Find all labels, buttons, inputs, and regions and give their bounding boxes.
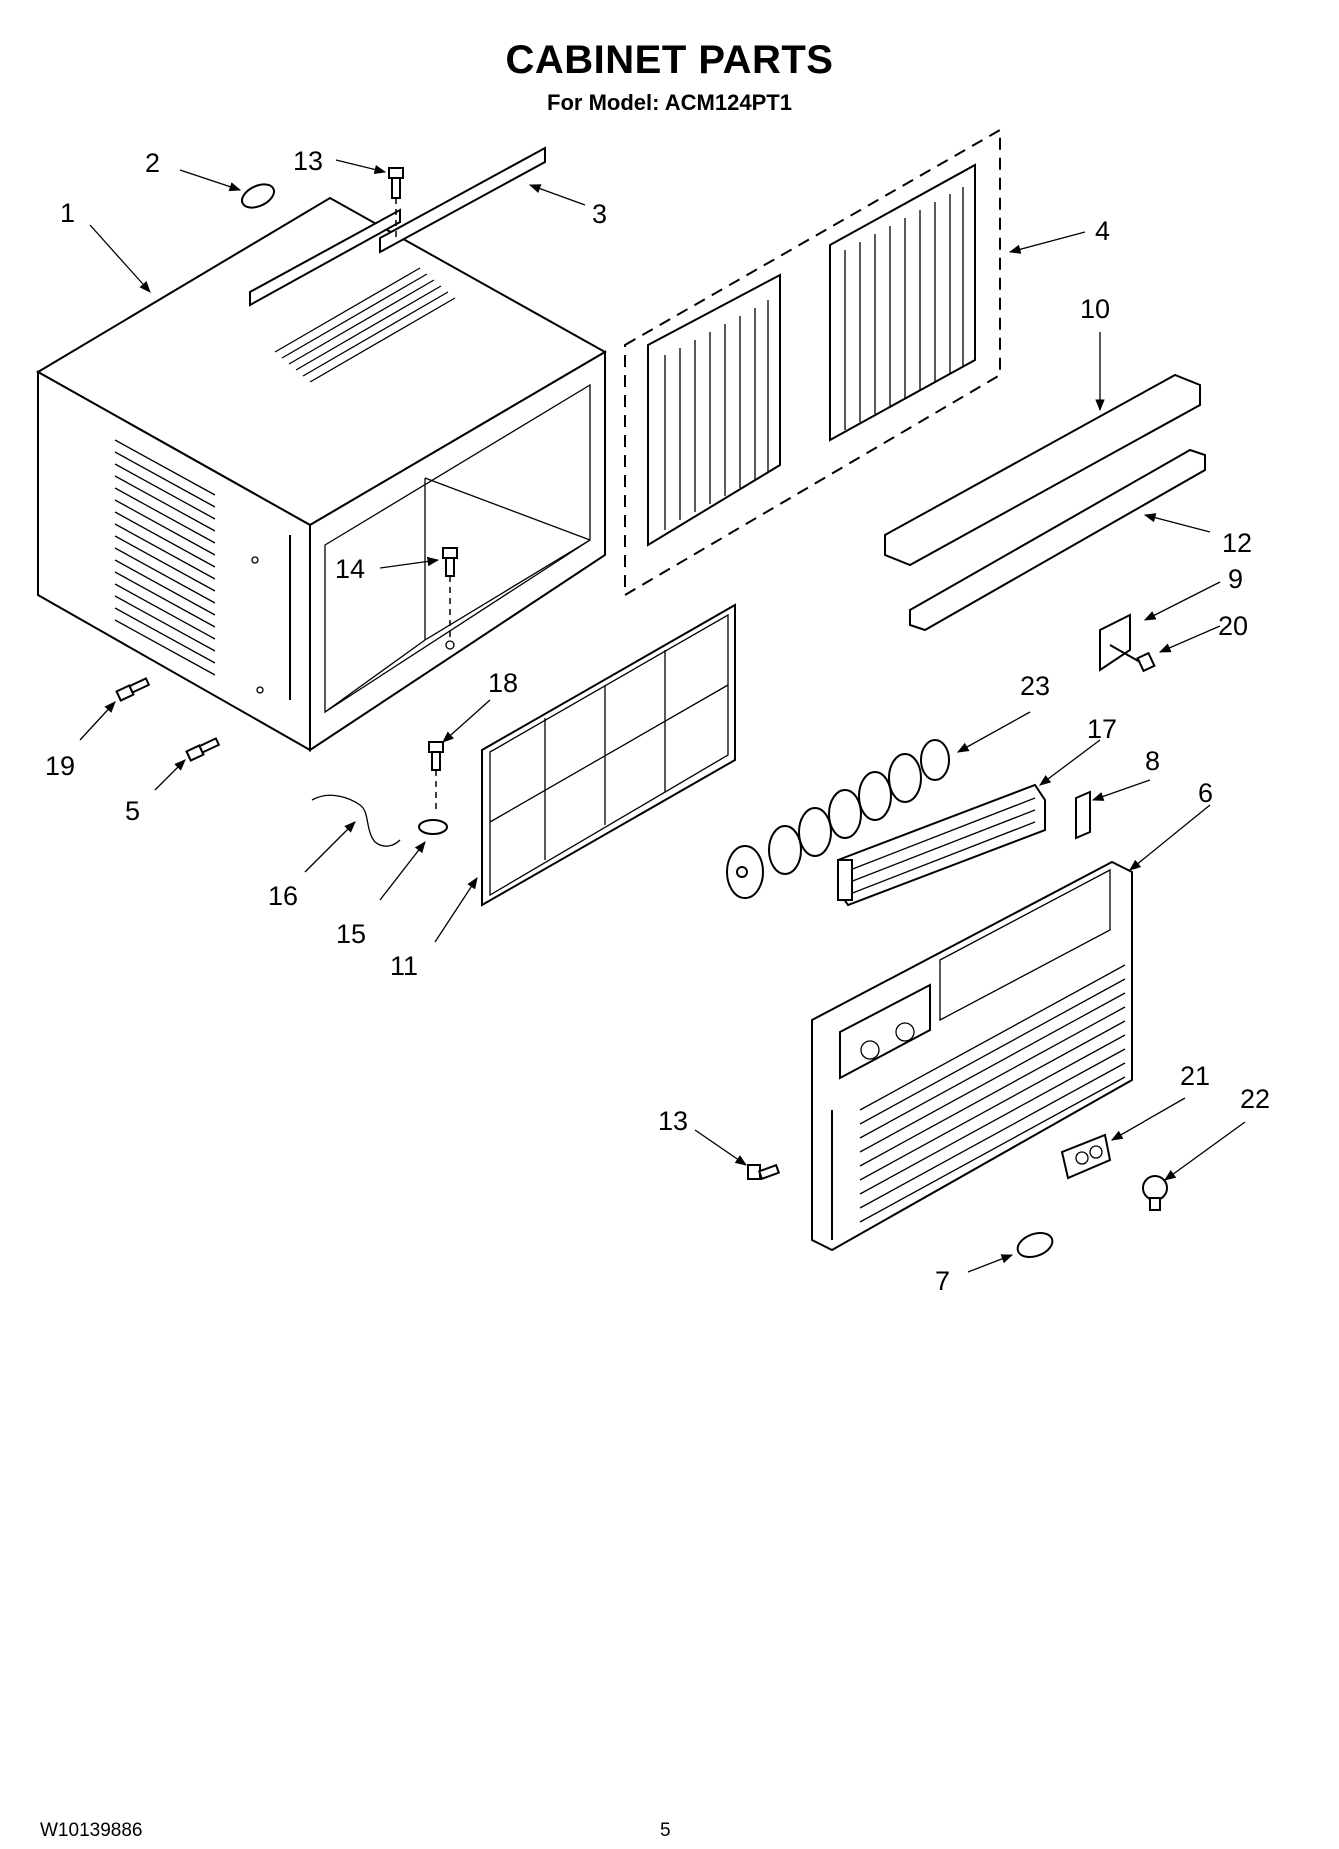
model-subtitle: For Model: ACM124PT1 bbox=[547, 90, 792, 115]
screw-base bbox=[442, 547, 458, 650]
cabinet-top-louvers bbox=[274, 267, 456, 383]
wire bbox=[311, 794, 401, 847]
callout-8: 8 bbox=[1145, 746, 1160, 776]
callout-14: 14 bbox=[335, 554, 365, 584]
screw-drain bbox=[428, 741, 444, 810]
callout-20: 20 bbox=[1218, 611, 1248, 641]
callout-12: 12 bbox=[1222, 528, 1252, 558]
clip bbox=[1075, 790, 1091, 840]
washer bbox=[418, 819, 448, 835]
rail-lower bbox=[909, 448, 1206, 632]
callout-16: 16 bbox=[268, 881, 298, 911]
cabinet-wrapper bbox=[36, 196, 608, 752]
callout-numbers: 1 2 13 3 4 10 12 9 20 14 18 23 17 8 6 19… bbox=[45, 146, 1270, 1296]
callout-13-front: 13 bbox=[658, 1106, 688, 1136]
screw-bracket bbox=[1109, 644, 1156, 673]
page-title: CABINET PARTS bbox=[505, 38, 834, 82]
page-number: 5 bbox=[660, 1820, 671, 1841]
callout-15: 15 bbox=[336, 919, 366, 949]
screw-side-upper bbox=[115, 677, 151, 702]
control-knob-plate bbox=[1060, 1133, 1112, 1180]
rail-upper bbox=[884, 373, 1201, 567]
front-control-panel bbox=[839, 983, 931, 1080]
front-grille-slats bbox=[859, 964, 1126, 1223]
document-number: W10139886 bbox=[40, 1820, 143, 1841]
front-plug bbox=[1016, 1231, 1054, 1259]
callout-13-top: 13 bbox=[293, 146, 323, 176]
control-knob bbox=[1142, 1175, 1168, 1211]
callout-7: 7 bbox=[935, 1266, 950, 1296]
callout-2: 2 bbox=[145, 148, 160, 178]
screw-side-lower bbox=[185, 737, 221, 762]
screw-top bbox=[388, 167, 404, 240]
callout-18: 18 bbox=[488, 668, 518, 698]
plug bbox=[241, 183, 275, 209]
callout-leaders bbox=[79, 159, 1246, 1273]
callout-5: 5 bbox=[125, 796, 140, 826]
callout-10: 10 bbox=[1080, 294, 1110, 324]
side-curtain-assembly bbox=[624, 128, 1001, 597]
callout-22: 22 bbox=[1240, 1084, 1270, 1114]
air-filter bbox=[481, 603, 736, 907]
callout-17: 17 bbox=[1087, 714, 1117, 744]
bracket bbox=[1099, 613, 1131, 672]
callout-3: 3 bbox=[592, 199, 607, 229]
front-grille bbox=[811, 860, 1133, 1252]
callout-11: 11 bbox=[390, 951, 418, 981]
callout-23: 23 bbox=[1020, 671, 1050, 701]
top-rail bbox=[379, 146, 546, 254]
callout-21: 21 bbox=[1180, 1061, 1210, 1091]
callout-9: 9 bbox=[1228, 564, 1243, 594]
callout-1: 1 bbox=[60, 198, 75, 228]
cabinet-side-louvers bbox=[114, 439, 216, 676]
louver-assembly bbox=[837, 783, 1046, 907]
callout-6: 6 bbox=[1198, 778, 1213, 808]
callout-4: 4 bbox=[1095, 216, 1110, 246]
screw-front bbox=[747, 1163, 781, 1181]
callout-19: 19 bbox=[45, 751, 75, 781]
blower-wheel bbox=[726, 739, 950, 899]
